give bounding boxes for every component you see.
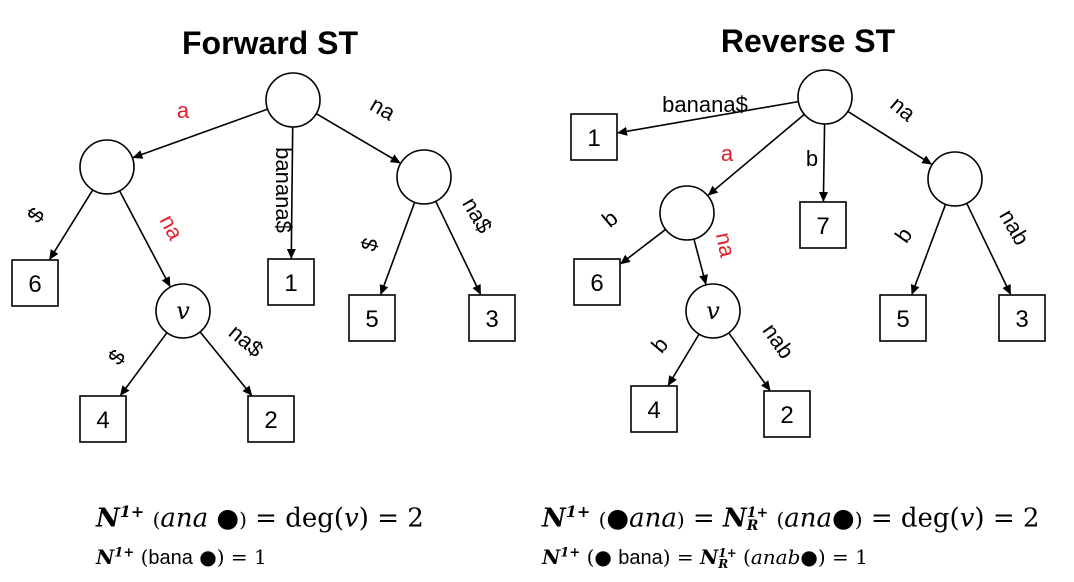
internal-node-a	[659, 185, 715, 241]
edge-root-a	[132, 108, 268, 159]
edge-label: banana$	[662, 92, 748, 117]
edge-root-na	[847, 110, 933, 165]
leaf-label: 6	[28, 271, 41, 298]
leaf-label: 5	[365, 306, 378, 333]
edge-root-a	[707, 113, 805, 196]
leaf-label: 3	[485, 306, 498, 333]
wildcard-dot-icon: ●	[606, 503, 630, 534]
leaf-box-1	[570, 113, 618, 161]
leaf-label: 2	[264, 407, 277, 434]
edge-root-L7	[819, 123, 829, 203]
edge-na-L3	[966, 202, 1012, 295]
edge-label: na	[366, 92, 400, 126]
leaf-label: 4	[647, 397, 660, 424]
edge-label: b	[597, 205, 622, 232]
leaf-box-2	[763, 390, 811, 438]
edge-label: $	[22, 203, 50, 227]
internal-node-na	[396, 149, 452, 205]
edge-label: na	[155, 211, 189, 245]
leaf-label: 2	[780, 402, 793, 429]
leaf-box-4	[79, 395, 127, 443]
edge-label: na$	[457, 193, 497, 237]
edge-root-L1	[286, 126, 296, 260]
forward-formula-2: N1+ (bana ●) = 1	[96, 545, 267, 569]
edge-label: b	[646, 332, 673, 357]
edge-label: a	[177, 98, 190, 123]
leaf-box-3	[468, 294, 516, 342]
edge-label: b	[806, 146, 818, 171]
edge-na-L5	[379, 202, 416, 295]
wildcard-dot-icon: ●	[594, 545, 612, 569]
edge-root-na	[315, 112, 401, 164]
leaf-label: 6	[590, 270, 603, 297]
edge-label: nab	[994, 205, 1034, 249]
edge-label: na	[711, 230, 741, 260]
edge-label: banana$	[271, 147, 296, 233]
internal-node-root	[797, 69, 853, 125]
leaf-label: 5	[896, 306, 909, 333]
edge-label: $	[103, 345, 131, 369]
edge-na-L3	[435, 200, 482, 295]
edge-v-L2	[728, 332, 771, 391]
leaf-label: 1	[284, 270, 297, 297]
wildcard-dot-icon: ●	[199, 545, 217, 569]
leaf-box-3	[998, 294, 1046, 342]
internal-node-a	[79, 139, 135, 195]
reverse-st-title: Reverse ST	[721, 23, 896, 59]
forward-formula-1: N1+ (ana ●) = deg(v) = 2	[96, 502, 424, 534]
leaf-box-4	[630, 385, 678, 433]
leaf-label: 4	[96, 407, 109, 434]
edge-a-L6	[49, 189, 94, 261]
wildcard-dot-icon: ●	[832, 503, 855, 534]
edge-a-v	[693, 238, 708, 285]
leaf-box-6	[11, 259, 59, 307]
edge-label: b	[890, 223, 918, 247]
internal-node-na	[927, 151, 983, 207]
edge-label: $	[356, 235, 383, 253]
wildcard-dot-icon: ●	[216, 503, 240, 534]
edge-label: na	[886, 91, 921, 126]
leaf-box-1	[267, 258, 315, 306]
edge-v-L2	[199, 331, 253, 396]
edge-a-v	[118, 190, 171, 288]
internal-node-v	[685, 283, 741, 339]
edge-v-L4	[667, 333, 700, 387]
leaf-box-7	[799, 201, 847, 249]
internal-node-v	[155, 283, 211, 339]
leaf-box-2	[247, 395, 295, 443]
edge-root-L1	[617, 100, 799, 136]
leaf-label: 7	[816, 213, 829, 240]
edge-label: a	[721, 141, 734, 166]
node-label-v: v	[176, 297, 190, 325]
edge-label: nab	[758, 319, 800, 363]
leaf-label: 1	[587, 125, 600, 152]
edge-na-L5	[910, 204, 947, 295]
wildcard-dot-icon: ●	[800, 545, 818, 569]
leaf-box-5	[879, 294, 927, 342]
edge-v-L4	[119, 332, 168, 396]
leaf-box-6	[573, 258, 621, 306]
node-label-v: v	[706, 297, 720, 325]
forward-st-title: Forward ST	[182, 25, 358, 61]
leaf-box-5	[348, 294, 396, 342]
internal-node-root	[265, 72, 321, 128]
leaf-label: 3	[1015, 306, 1028, 333]
edge-label: na$	[224, 319, 268, 362]
edge-a-L6	[619, 228, 667, 265]
